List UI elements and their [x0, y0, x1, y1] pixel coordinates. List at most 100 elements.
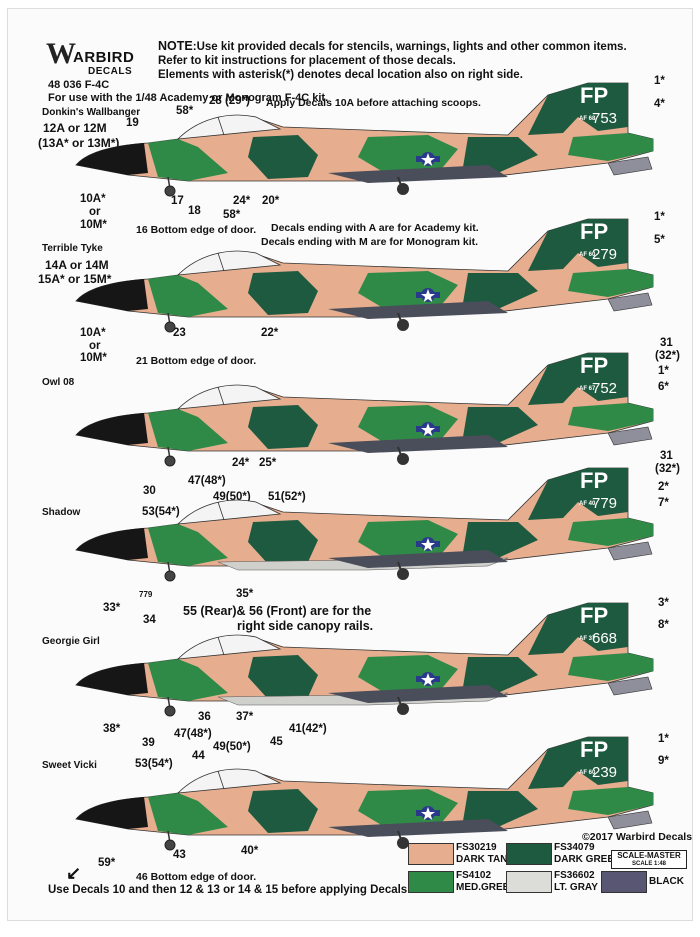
footer-instruction: Use Decals 10 and then 12 & 13 or 14 & 1… [48, 884, 427, 896]
aircraft-name: Donkin's Wallbanger [42, 107, 141, 118]
canopy [176, 384, 282, 410]
serial-prefix: AF 60 [579, 252, 596, 258]
nose-camo [148, 139, 228, 181]
aircraft-name: Shadow [42, 507, 81, 518]
intake-camo [248, 271, 318, 315]
tail-camo [528, 603, 628, 655]
aft-camo [463, 407, 538, 443]
stabilator [607, 810, 653, 830]
decal-label: 15A* or 15M* [38, 272, 112, 286]
serial-number: 779 [592, 495, 617, 512]
decal-label: Decals ending with A are for Academy kit… [271, 222, 479, 234]
decal-label: 18 [188, 205, 201, 217]
decal-label: 37* [236, 711, 254, 723]
decal-label: 779 [139, 590, 153, 599]
nose-gear-wheel [164, 185, 176, 197]
copyright: ©2017 Warbird Decals [582, 831, 693, 843]
decal-label: 1* [654, 211, 665, 223]
decal-label: or [89, 340, 101, 352]
exhaust-camo [568, 653, 653, 681]
exhaust-camo [568, 518, 653, 546]
wing [328, 301, 508, 319]
intake-camo [248, 520, 318, 564]
aft-camo [463, 137, 538, 173]
canopy-frame [217, 386, 225, 406]
serial-number: 752 [592, 380, 617, 397]
radome [76, 279, 148, 311]
serial-number: 279 [592, 246, 617, 263]
logo-name: ARBIRD [73, 49, 135, 66]
mid-camo [358, 271, 458, 311]
decal-label: 22* [261, 327, 279, 339]
curved-arrow-icon: ↙ [66, 863, 82, 883]
decal-label: 53(54*) [142, 506, 180, 518]
decal-label: 31 [660, 337, 673, 349]
decal-label: 51(52*) [268, 491, 306, 503]
canopy-frame [217, 116, 225, 136]
decal-label: 4* [654, 98, 665, 110]
main-gear-wheel [397, 319, 409, 331]
stabilator [607, 676, 653, 696]
logo-initial: W [46, 37, 76, 70]
radome [76, 528, 148, 560]
exhaust-camo [568, 133, 653, 161]
decal-label: 38* [103, 723, 121, 735]
aircraft-name: Sweet Vicki [42, 760, 97, 771]
decal-label: 14A or 14M [45, 258, 109, 272]
canopy-frame [217, 252, 225, 272]
decal-label: 10A* [80, 193, 106, 205]
main-gear-wheel [397, 703, 409, 715]
kit-usage: For use with the 1/48 Academy or Monogra… [48, 92, 329, 104]
usaf-star [421, 153, 435, 166]
decal-label: 31 [660, 450, 673, 462]
decal-label: 16 Bottom edge of door. [136, 224, 257, 236]
nose-gear-wheel [164, 455, 176, 467]
serial-prefix: AF 67 [579, 386, 596, 392]
canopy-frame [217, 636, 225, 656]
decal-label: 12A or 12M [43, 121, 107, 135]
canopy [176, 114, 282, 140]
radome [76, 143, 148, 175]
wing [328, 550, 508, 568]
tail-code: FP [580, 219, 608, 244]
decal-label: 55 (Rear)& 56 (Front) are for the [183, 604, 372, 618]
decal-label: 59* [98, 857, 116, 869]
main-gear-wheel [397, 568, 409, 580]
mid-camo [358, 135, 458, 175]
nose-gear-wheel [164, 321, 176, 333]
mid-camo [358, 520, 458, 560]
decal-label: 44 [192, 750, 205, 762]
intake-camo [248, 135, 318, 179]
nose-camo [148, 659, 228, 701]
nose-gear-wheel [164, 705, 176, 717]
decal-label: 40* [241, 845, 259, 857]
decal-label: 2* [658, 481, 669, 493]
decal-label: 39 [142, 737, 155, 749]
canopy-frame [217, 770, 225, 790]
exhaust-camo [568, 403, 653, 431]
intake-camo [248, 405, 318, 449]
aft-camo [463, 273, 538, 309]
decal-label: 33* [103, 602, 121, 614]
decal-label: 35* [236, 588, 254, 600]
usaf-star [421, 673, 435, 686]
decal-label: 5* [654, 234, 665, 246]
decal-label: 10A* [80, 327, 106, 339]
wing [328, 435, 508, 453]
aft-camo [463, 522, 538, 558]
tail-camo [528, 219, 628, 271]
serial-prefix: AF 40 [579, 501, 596, 507]
decal-label: 6* [658, 381, 669, 393]
note-line1: :Use kit provided decals for stencils, w… [192, 41, 627, 53]
canopy-frame [217, 501, 225, 521]
decal-label: 58* [223, 209, 241, 221]
canopy [176, 499, 282, 525]
mid-camo [358, 405, 458, 445]
mid-camo [358, 789, 458, 829]
